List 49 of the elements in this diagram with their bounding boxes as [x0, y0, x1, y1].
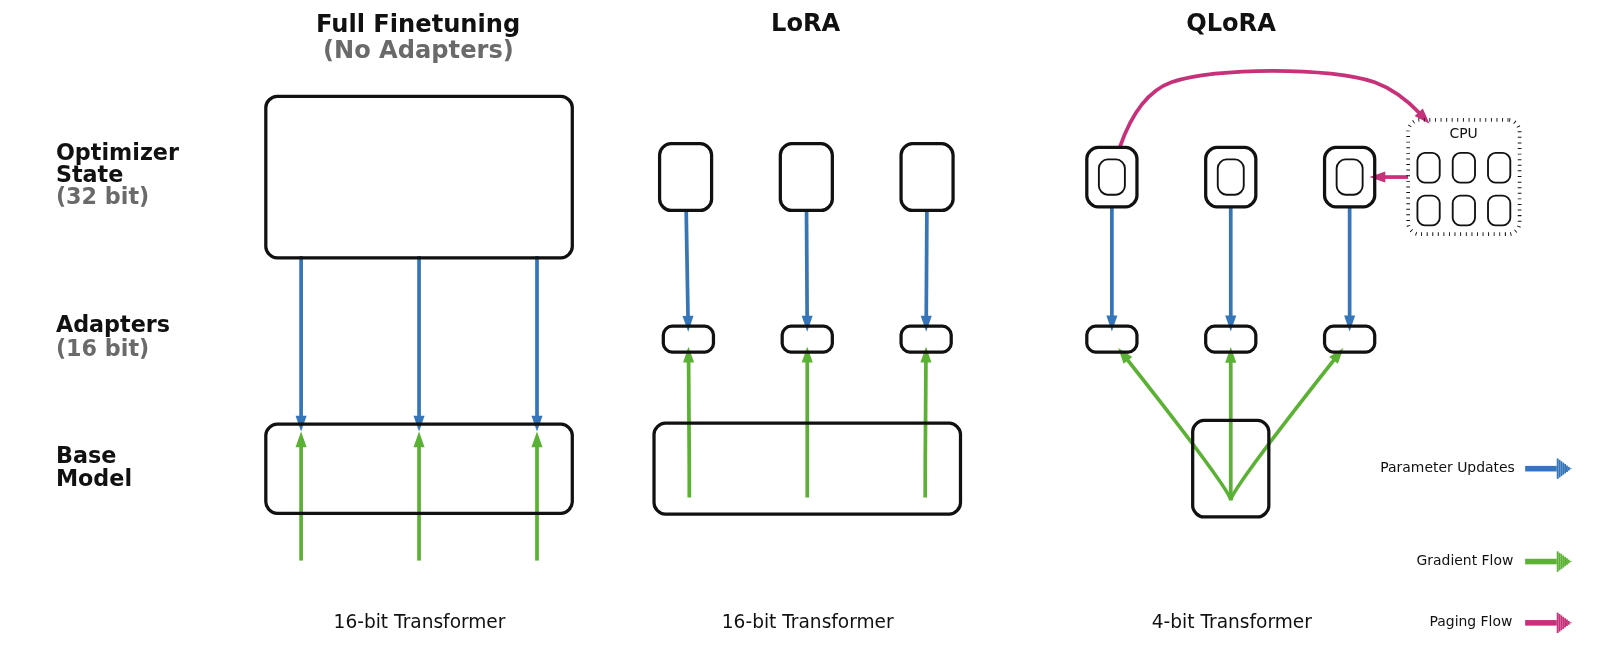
arrow [413, 431, 425, 561]
node-box [264, 94, 574, 260]
arrow [801, 346, 813, 498]
node-box [657, 142, 714, 213]
arrow [801, 210, 813, 332]
node-box [1085, 324, 1139, 354]
node-box [1204, 145, 1258, 209]
node-box [778, 142, 834, 213]
label: Base Model [55, 442, 133, 491]
label: (No Adapters) [322, 36, 514, 65]
label: 4-bit Transformer [1151, 610, 1312, 632]
arrow [295, 431, 307, 561]
label: Full Finetuning [315, 9, 521, 38]
arrow [1118, 68, 1430, 148]
arrow [1369, 171, 1408, 183]
node-box [780, 324, 834, 354]
node-box: CPU [1406, 118, 1522, 237]
arrow [1225, 346, 1237, 501]
arrow [413, 256, 425, 432]
arrow [1106, 207, 1118, 332]
label: 16-bit Transformer [721, 610, 894, 632]
label: QLoRA [1186, 8, 1276, 37]
arrow [531, 256, 543, 432]
label: 16-bit Transformer [333, 610, 506, 632]
label: LoRA [771, 8, 841, 37]
node-box [264, 422, 574, 515]
legend-label: Gradient Flow [1416, 551, 1514, 568]
arrow [295, 256, 307, 432]
legend-label: Paging Flow [1429, 613, 1513, 630]
label: Adapters [55, 310, 171, 337]
node-box [1322, 145, 1377, 209]
node-box [899, 142, 955, 213]
node-box [1322, 324, 1377, 354]
node-box [1085, 145, 1139, 209]
arrow [531, 431, 543, 561]
arrow [1229, 347, 1344, 501]
node-box [899, 324, 953, 354]
arrow [920, 210, 932, 332]
node-box [661, 324, 716, 354]
arrow [682, 210, 694, 332]
arrow [1118, 347, 1233, 501]
legend-label: Parameter Updates [1380, 458, 1515, 475]
node-box [1204, 324, 1258, 354]
arrow [1225, 207, 1237, 332]
node-box [1191, 418, 1271, 519]
arrow [920, 346, 932, 498]
node-box [652, 421, 963, 516]
arrow [1344, 207, 1356, 332]
arrow [683, 346, 695, 498]
